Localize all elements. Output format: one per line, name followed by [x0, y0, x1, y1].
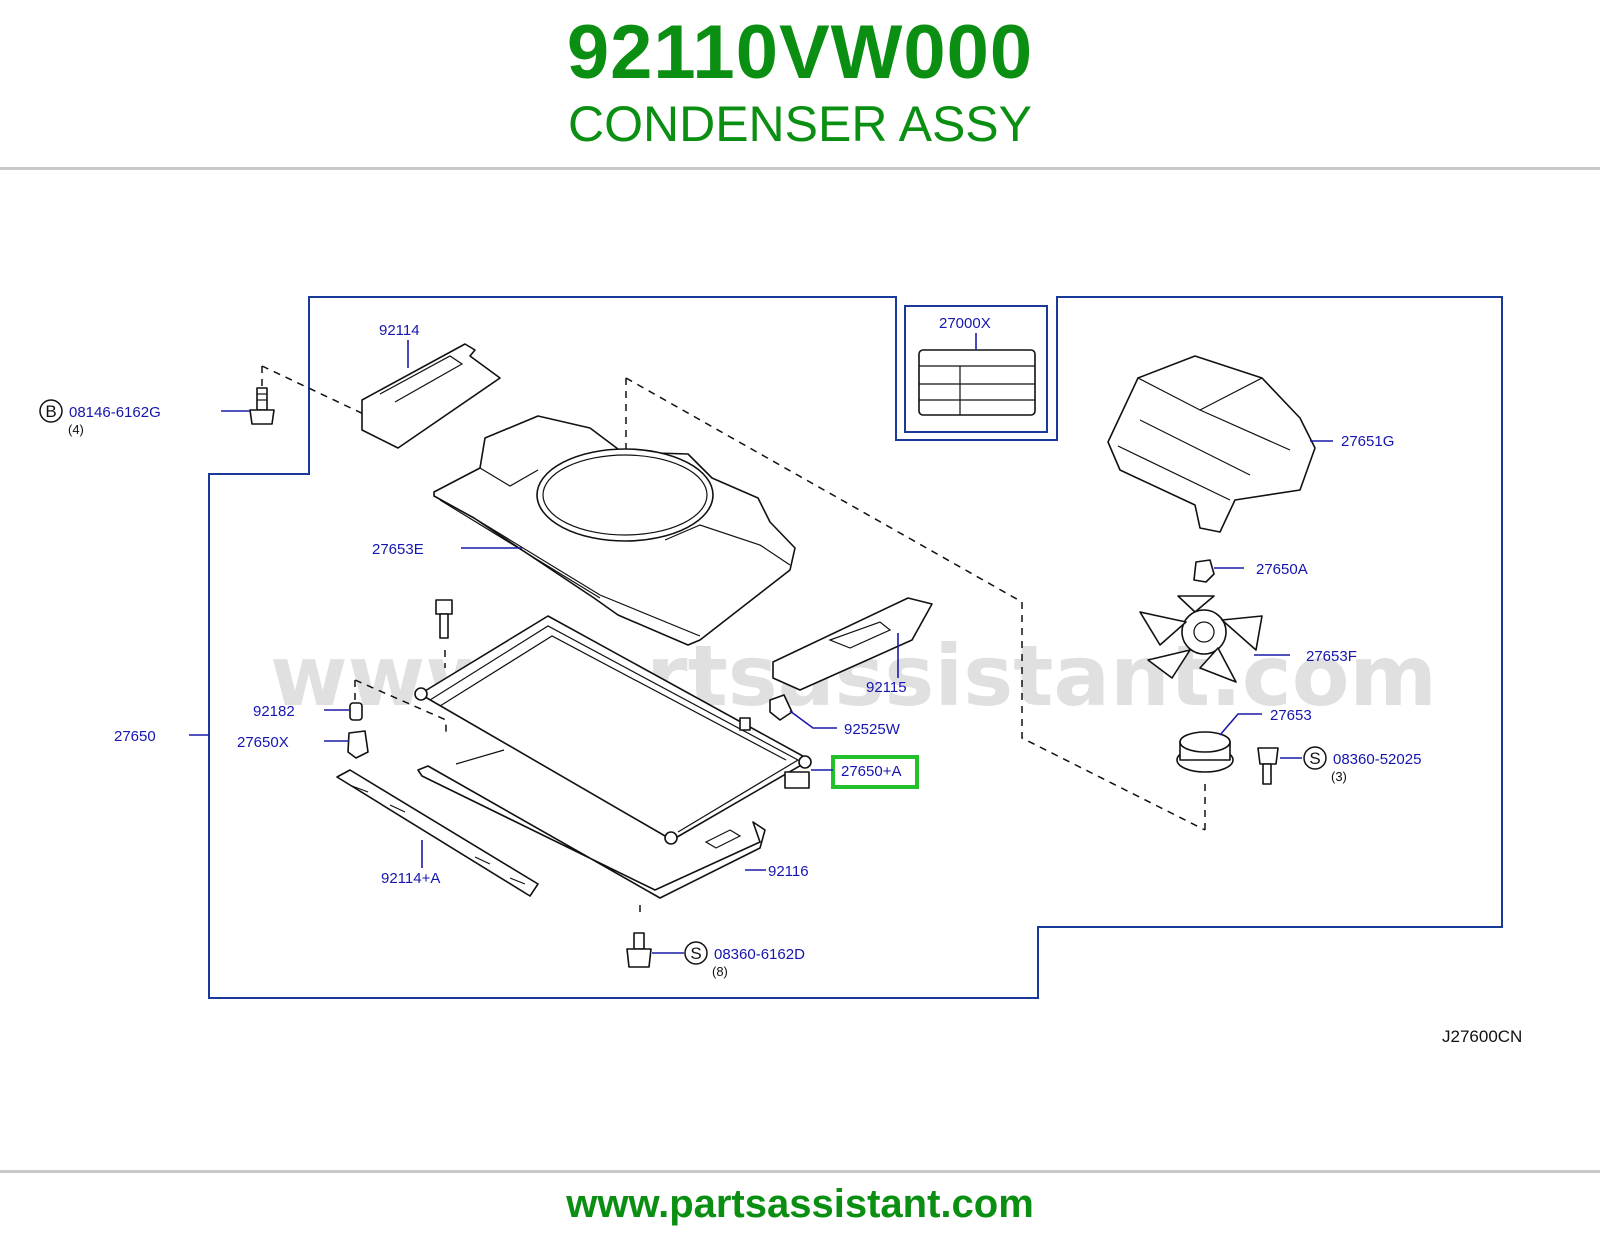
- label-92525w[interactable]: 92525W: [844, 721, 901, 738]
- fan-cover-27651g-part[interactable]: [1107, 355, 1316, 533]
- label-27000x[interactable]: 27000X: [939, 315, 991, 332]
- bracket-92114-part[interactable]: [361, 343, 501, 449]
- assembly-boundary: [208, 296, 1503, 999]
- dash-line-6: [354, 679, 447, 735]
- bracket-92114plusA-part[interactable]: [336, 769, 539, 897]
- mount-27650x-part[interactable]: [347, 730, 369, 759]
- dash-line-1: [261, 365, 373, 419]
- clip-92525w-part[interactable]: [769, 694, 793, 721]
- bolt-08360-6162d-part[interactable]: [626, 932, 652, 968]
- page-header: 92110VW000 CONDENSER ASSY: [0, 0, 1600, 168]
- label-08360-52025[interactable]: 08360-52025: [1333, 751, 1421, 768]
- qty-08360-6162d: (8): [712, 964, 728, 979]
- label-27653f[interactable]: 27653F: [1306, 648, 1357, 665]
- footer-website-link[interactable]: www.partsassistant.com: [566, 1182, 1034, 1226]
- header-divider: [0, 167, 1600, 170]
- bumper-92182-part[interactable]: [349, 702, 363, 721]
- bracket-92115-part[interactable]: [772, 597, 933, 691]
- code-letter-s-6162d: S: [690, 944, 701, 963]
- label-27650a[interactable]: 27650A: [1256, 561, 1308, 578]
- label-08146-6162g[interactable]: 08146-6162G: [69, 404, 161, 421]
- screw-08360-52025-part[interactable]: [1257, 747, 1279, 785]
- label-92116[interactable]: 92116: [768, 863, 809, 880]
- label-92114[interactable]: 92114: [379, 322, 420, 339]
- dash-line-4: [625, 377, 1206, 831]
- label-box-frame: [904, 305, 1048, 433]
- label-27650[interactable]: 27650: [114, 728, 156, 745]
- code-circle-s-6162d: [684, 941, 708, 965]
- qty-08360-52025: (3): [1331, 769, 1347, 784]
- drawing-code: J27600CN: [1442, 1027, 1522, 1046]
- label-27653[interactable]: 27653: [1270, 707, 1312, 724]
- motor-27653-part[interactable]: [1176, 731, 1234, 773]
- condenser-27650-part[interactable]: [414, 615, 812, 845]
- label-27653e[interactable]: 27653E: [372, 541, 424, 558]
- nut-27650a-part[interactable]: [1193, 559, 1215, 583]
- bolt-08146-part[interactable]: [249, 387, 275, 425]
- fan-shroud-27653e-part[interactable]: [433, 415, 796, 646]
- footer-divider: [0, 1170, 1600, 1173]
- leader-92525w: [789, 710, 837, 729]
- label-27650x[interactable]: 27650X: [237, 734, 289, 751]
- code-letter-b: B: [45, 402, 56, 421]
- label-92115[interactable]: 92115: [866, 679, 907, 696]
- qty-08146: (4): [68, 422, 84, 437]
- leader-27653: [1219, 713, 1262, 736]
- label-27650plusA[interactable]: 27650+A: [841, 763, 901, 780]
- parts-diagram: www.partsassistant.com: [39, 296, 1522, 1046]
- code-circle-b: [39, 399, 63, 423]
- caution-label-part[interactable]: [918, 349, 1036, 416]
- code-letter-s-52025: S: [1309, 749, 1320, 768]
- code-circle-s-52025: [1303, 746, 1327, 770]
- label-08360-6162d[interactable]: 08360-6162D: [714, 946, 805, 963]
- label-27651g[interactable]: 27651G: [1341, 433, 1394, 450]
- highlight-box-27650plusA: [831, 755, 919, 789]
- part-number-title: 92110VW000: [566, 10, 1034, 95]
- seal-plate-92116-part[interactable]: [417, 765, 766, 899]
- bolt-condenser-part[interactable]: [435, 599, 453, 639]
- part-name-subtitle: CONDENSER ASSY: [567, 96, 1032, 152]
- label-92114plusA[interactable]: 92114+A: [381, 870, 440, 887]
- fan-blade-27653f-part[interactable]: [1139, 595, 1263, 683]
- label-92182[interactable]: 92182: [253, 703, 295, 720]
